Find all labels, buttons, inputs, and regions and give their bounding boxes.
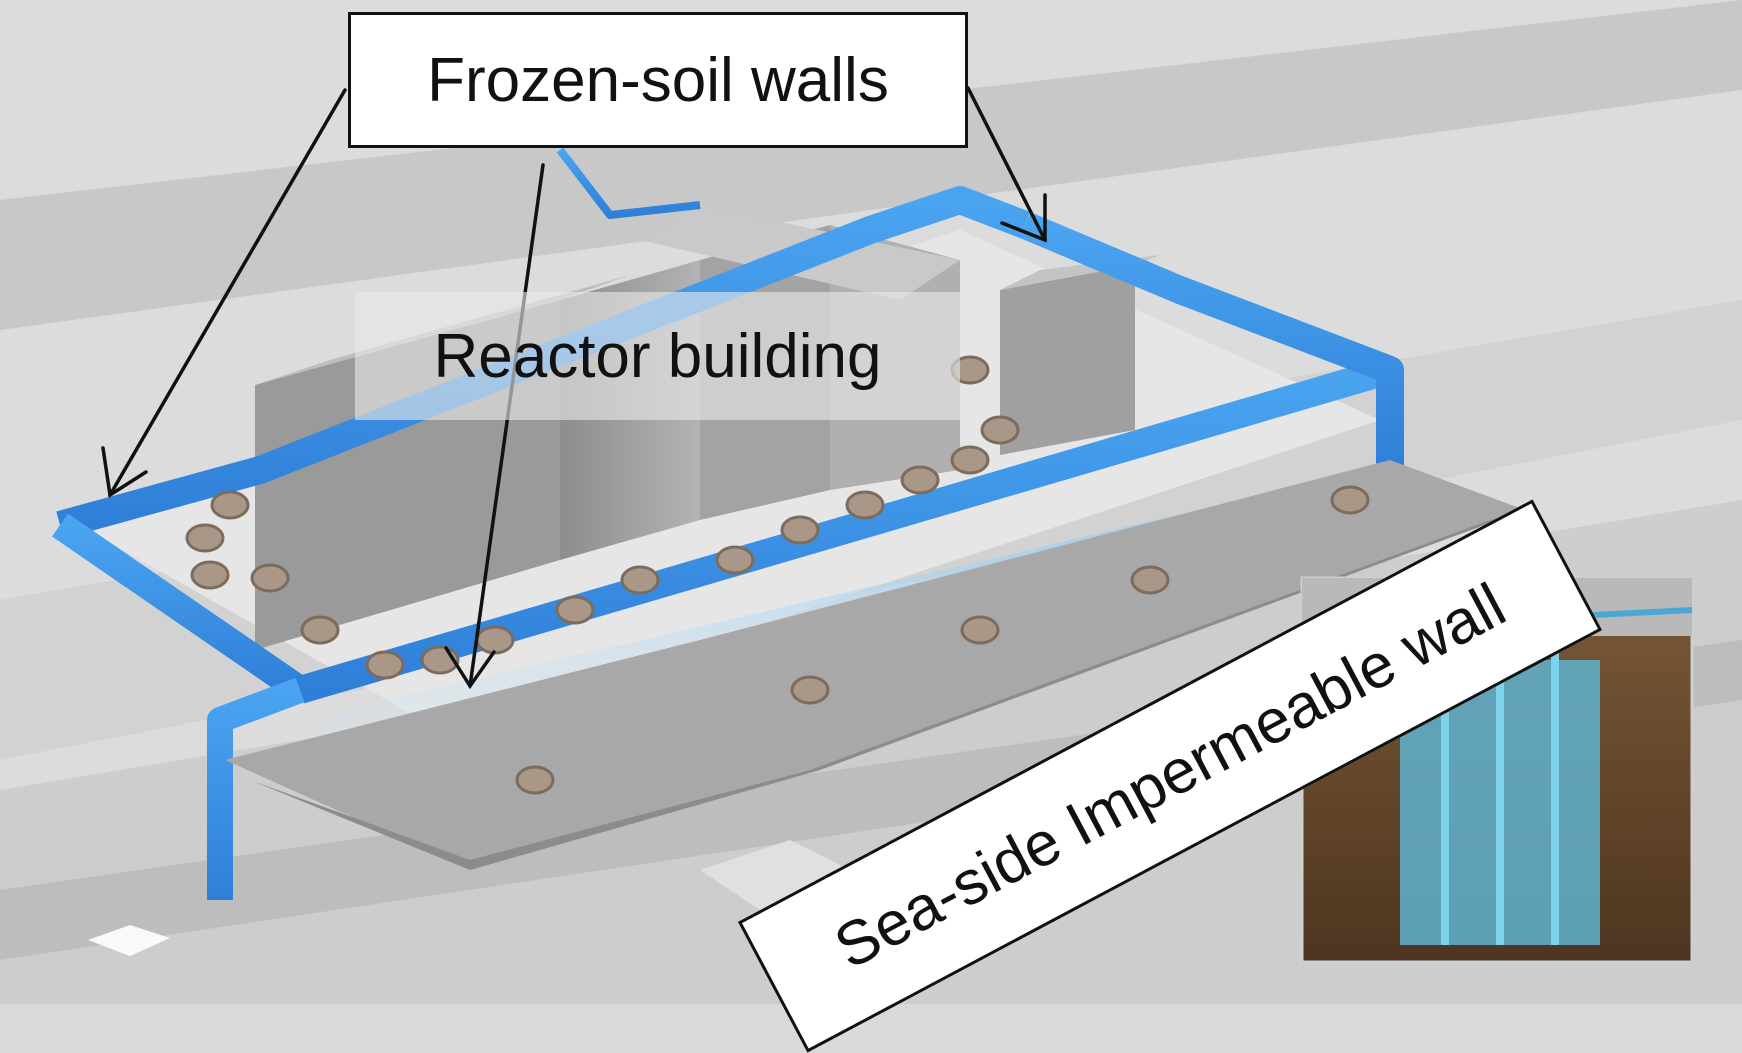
reactor-building-text: Reactor building bbox=[433, 321, 882, 391]
corner-logo bbox=[88, 925, 170, 956]
arrowhead-right-wall bbox=[1000, 193, 1047, 243]
arrow-to-left-wall bbox=[108, 88, 347, 497]
frozen-soil-walls-text: Frozen-soil walls bbox=[427, 45, 889, 115]
arrow-to-front-wall bbox=[468, 163, 545, 688]
frozen-soil-wall bbox=[46, 147, 1404, 900]
seaside-structure bbox=[225, 460, 1525, 910]
well-casings bbox=[185, 355, 1370, 795]
frozen-soil-walls-label: Frozen-soil walls bbox=[348, 12, 968, 148]
annotation-arrows bbox=[101, 86, 1047, 690]
reactor-building-label: Reactor building bbox=[355, 292, 960, 420]
arrowhead-left-wall bbox=[101, 446, 148, 498]
arrow-to-right-wall bbox=[966, 86, 1047, 242]
arrowhead-front-wall bbox=[444, 646, 496, 690]
